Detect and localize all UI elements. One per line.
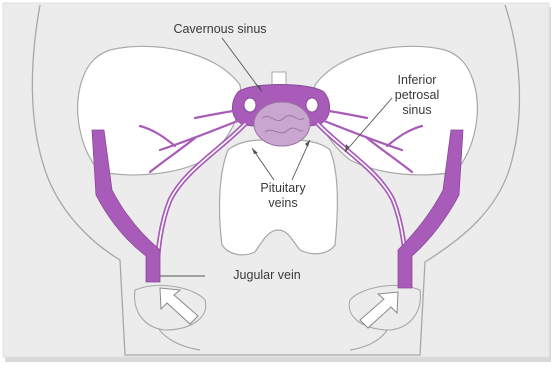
- label-inferior-line3: sinus: [375, 103, 459, 118]
- label-inferior-line1: Inferior: [375, 73, 459, 88]
- label-cavernous-sinus: Cavernous sinus: [150, 22, 290, 37]
- label-pituitary-veins: Pituitary veins: [238, 181, 328, 211]
- label-inferior-line2: petrosal: [375, 88, 459, 103]
- label-inferior-petrosal-sinus: Inferior petrosal sinus: [375, 73, 459, 118]
- left-carotid-hole: [244, 98, 256, 112]
- label-jugular-vein: Jugular vein: [208, 268, 326, 283]
- label-pituitary-line2: veins: [238, 196, 328, 211]
- pituitary-gland: [254, 102, 310, 146]
- label-pituitary-line1: Pituitary: [238, 181, 328, 196]
- right-carotid-hole: [306, 98, 318, 112]
